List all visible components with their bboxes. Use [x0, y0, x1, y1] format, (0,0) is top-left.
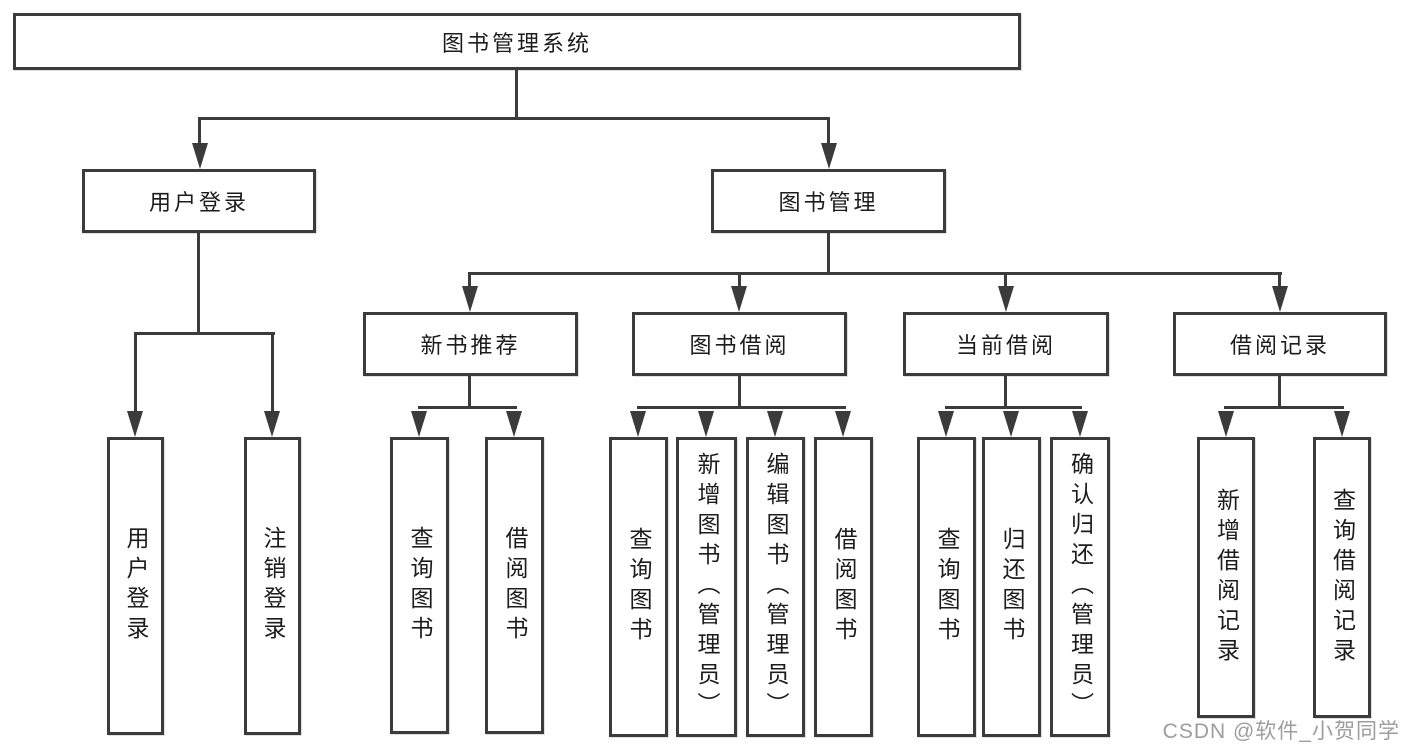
arrow-down-icon — [1072, 411, 1088, 437]
leaf-query-borrow-record-label: 查询借阅记录 — [1329, 487, 1356, 668]
node-book-borrowing-label: 图书借阅 — [689, 333, 790, 358]
connector-line — [197, 233, 200, 334]
arrow-down-icon — [462, 286, 478, 312]
node-root-label: 图书管理系统 — [441, 30, 592, 56]
node-new-book-recommend: 新书推荐 — [363, 312, 578, 376]
connector-line — [1004, 272, 1007, 288]
leaf-logout-label: 注销登录 — [260, 526, 286, 646]
connector-line — [827, 233, 830, 275]
connector-line — [468, 272, 471, 288]
leaf-borrow-query-books-label: 查询图书 — [626, 527, 652, 647]
leaf-borrow-books: 借阅图书 — [814, 437, 873, 737]
leaf-add-books-admin-label: 新增图书（管理员） — [694, 452, 720, 722]
connector-line — [738, 376, 741, 409]
node-book-borrowing: 图书借阅 — [632, 312, 847, 376]
connector-line — [468, 376, 471, 409]
connector-line — [1224, 406, 1344, 409]
node-borrowing-records: 借阅记录 — [1173, 312, 1387, 376]
leaf-recommend-borrow-books-label: 借阅图书 — [502, 525, 528, 646]
connector-line — [738, 272, 741, 288]
node-user-login-label: 用户登录 — [148, 190, 249, 215]
leaf-user-login: 用户登录 — [107, 437, 164, 735]
leaf-confirm-return-admin-label: 确认归还（管理员） — [1067, 452, 1094, 722]
leaf-add-books-admin: 新增图书（管理员） — [676, 437, 737, 737]
arrow-down-icon — [821, 143, 837, 169]
arrow-down-icon — [630, 411, 646, 437]
leaf-add-borrow-record-label: 新增借阅记录 — [1213, 487, 1240, 668]
leaf-return-books: 归还图书 — [982, 437, 1041, 737]
arrow-down-icon — [835, 411, 851, 437]
node-borrowing-records-label: 借阅记录 — [1229, 333, 1330, 358]
leaf-query-borrow-record: 查询借阅记录 — [1313, 437, 1371, 718]
leaf-recommend-borrow-books: 借阅图书 — [485, 437, 544, 734]
leaf-current-query-books-label: 查询图书 — [934, 527, 960, 647]
node-root: 图书管理系统 — [13, 13, 1021, 70]
connector-line — [134, 332, 137, 413]
connector-line — [198, 117, 830, 120]
connector-line — [271, 332, 274, 413]
connector-line — [468, 272, 1282, 275]
connector-line — [827, 117, 830, 147]
watermark-text: CSDN @软件_小贺同学 — [1162, 720, 1400, 743]
node-book-management: 图书管理 — [711, 169, 946, 233]
connector-line — [198, 117, 201, 147]
arrow-down-icon — [1334, 411, 1350, 437]
node-user-login: 用户登录 — [82, 169, 316, 233]
connector-line — [945, 406, 1082, 409]
connector-line — [637, 406, 846, 409]
arrow-down-icon — [127, 411, 143, 437]
arrow-down-icon — [731, 286, 747, 312]
leaf-current-query-books: 查询图书 — [917, 437, 976, 737]
leaf-borrow-books-label: 借阅图书 — [831, 527, 857, 647]
connector-line — [134, 332, 275, 335]
arrow-down-icon — [1272, 286, 1288, 312]
arrow-down-icon — [698, 411, 714, 437]
leaf-confirm-return-admin: 确认归还（管理员） — [1050, 437, 1110, 737]
leaf-borrow-query-books: 查询图书 — [609, 437, 668, 737]
arrow-down-icon — [411, 411, 427, 437]
arrow-down-icon — [998, 286, 1014, 312]
leaf-return-books-label: 归还图书 — [999, 527, 1025, 647]
arrow-down-icon — [506, 411, 522, 437]
node-new-book-recommend-label: 新书推荐 — [420, 333, 521, 358]
leaf-user-login-label: 用户登录 — [123, 526, 149, 646]
leaf-recommend-query-books-label: 查询图书 — [407, 525, 433, 646]
connector-line — [1004, 376, 1007, 409]
connector-line — [1278, 272, 1281, 288]
leaf-edit-books-admin-label: 编辑图书（管理员） — [763, 452, 789, 722]
node-current-borrowing: 当前借阅 — [903, 312, 1109, 376]
arrow-down-icon — [1218, 411, 1234, 437]
leaf-logout: 注销登录 — [244, 437, 301, 735]
arrow-down-icon — [192, 143, 208, 169]
leaf-add-borrow-record: 新增借阅记录 — [1197, 437, 1255, 718]
arrow-down-icon — [767, 411, 783, 437]
arrow-down-icon — [264, 411, 280, 437]
connector-line — [418, 406, 517, 409]
arrow-down-icon — [938, 411, 954, 437]
leaf-edit-books-admin: 编辑图书（管理员） — [746, 437, 805, 737]
connector-line — [1278, 376, 1281, 409]
arrow-down-icon — [1003, 411, 1019, 437]
connector-line — [515, 70, 518, 118]
leaf-recommend-query-books: 查询图书 — [390, 437, 449, 734]
node-current-borrowing-label: 当前借阅 — [955, 333, 1056, 358]
node-book-management-label: 图书管理 — [778, 190, 879, 215]
